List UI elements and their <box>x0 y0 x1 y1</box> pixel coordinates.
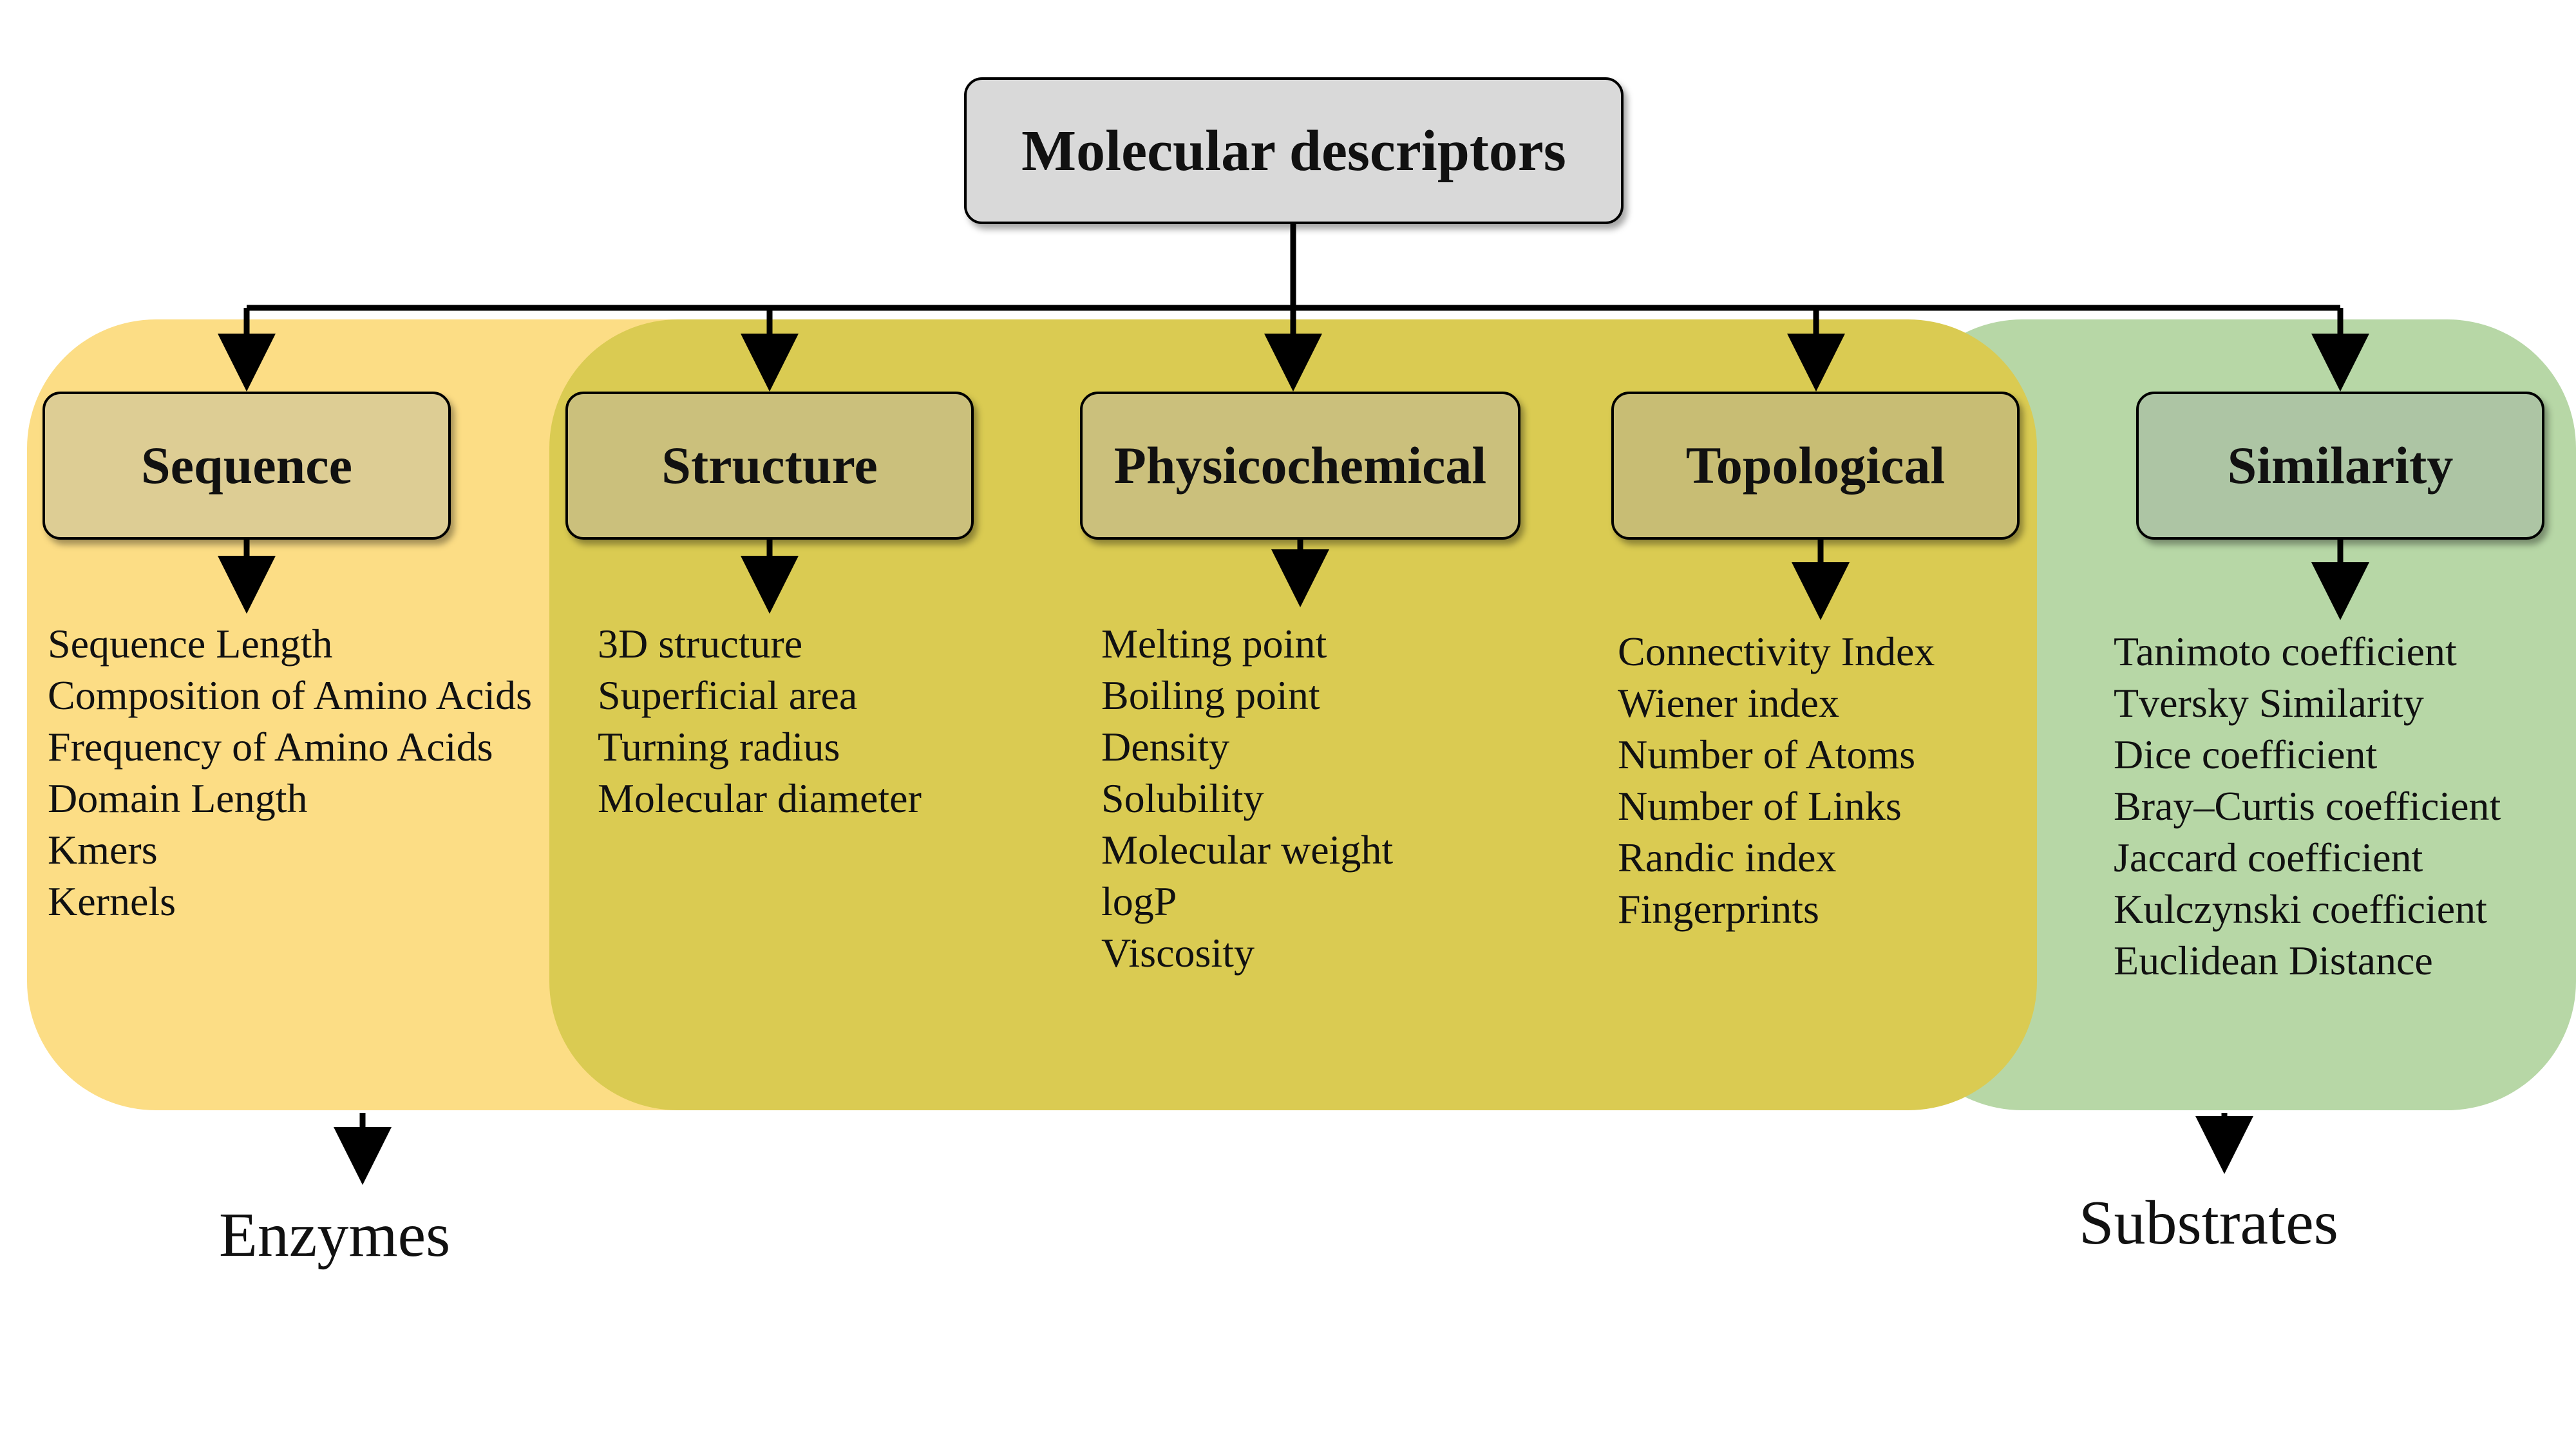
list-item: Wiener index <box>1618 680 1839 726</box>
list-item: Turning radius <box>598 724 840 770</box>
list-item: Number of Atoms <box>1618 732 1916 777</box>
list-item: Composition of Amino Acids <box>48 672 533 718</box>
list-item: Dice coefficient <box>2114 732 2378 777</box>
substrates-label: Substrates <box>2079 1188 2338 1258</box>
list-item: Euclidean Distance <box>2114 938 2433 983</box>
list-item: Density <box>1101 724 1230 770</box>
list-item: Frequency of Amino Acids <box>48 724 493 770</box>
similarity-descriptor-list: Tanimoto coefficient Tversky Similarity … <box>2114 626 2501 987</box>
list-item: Connectivity Index <box>1618 629 1935 674</box>
category-similarity-box: Similarity <box>2136 392 2544 540</box>
list-item: Jaccard coefficient <box>2114 835 2423 880</box>
physicochemical-descriptor-list: Melting point Boiling point Density Solu… <box>1101 618 1393 979</box>
list-item: logP <box>1101 878 1177 924</box>
category-topological-box: Topological <box>1611 392 2020 540</box>
list-item: Sequence Length <box>48 621 333 667</box>
list-item: Tversky Similarity <box>2114 680 2424 726</box>
list-item: Bray–Curtis coefficient <box>2114 783 2501 829</box>
list-item: Molecular weight <box>1101 827 1394 873</box>
list-item: Kernels <box>48 878 176 924</box>
list-item: Fingerprints <box>1618 886 1819 932</box>
enzymes-label: Enzymes <box>219 1200 451 1270</box>
list-item: Viscosity <box>1101 930 1255 976</box>
list-item: Randic index <box>1618 835 1837 880</box>
list-item: Molecular diameter <box>598 775 922 821</box>
list-item: Superficial area <box>598 672 858 718</box>
list-item: Melting point <box>1101 621 1327 667</box>
list-item: Number of Links <box>1618 783 1902 829</box>
category-physicochemical-box: Physicochemical <box>1080 392 1520 540</box>
root-node-molecular-descriptors: Molecular descriptors <box>964 77 1624 224</box>
structure-descriptor-list: 3D structure Superficial area Turning ra… <box>598 618 922 824</box>
topological-descriptor-list: Connectivity Index Wiener index Number o… <box>1618 626 1935 935</box>
category-structure-box: Structure <box>565 392 974 540</box>
sequence-descriptor-list: Sequence Length Composition of Amino Aci… <box>48 618 532 927</box>
list-item: Kulczynski coefficient <box>2114 886 2487 932</box>
list-item: Boiling point <box>1101 672 1320 718</box>
category-sequence-box: Sequence <box>43 392 451 540</box>
list-item: 3D structure <box>598 621 803 667</box>
list-item: Kmers <box>48 827 158 873</box>
list-item: Solubility <box>1101 775 1264 821</box>
list-item: Tanimoto coefficient <box>2114 629 2457 674</box>
list-item: Domain Length <box>48 775 308 821</box>
